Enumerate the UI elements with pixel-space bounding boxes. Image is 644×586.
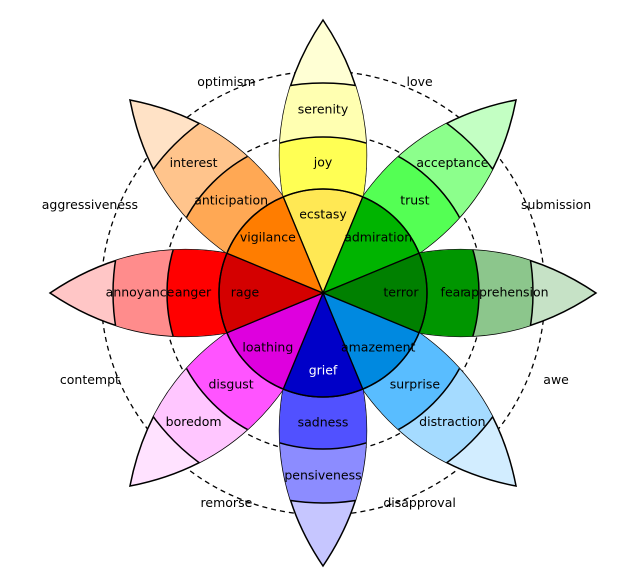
label-surprise: surprise	[390, 376, 441, 391]
label-disgust: disgust	[208, 376, 253, 391]
ring-boundary-middle	[166, 136, 480, 450]
label-serenity: serenity	[298, 102, 349, 117]
dyad-label-submission: submission	[521, 197, 591, 212]
ring-boundary-outer	[112, 82, 534, 504]
label-trust: trust	[400, 193, 429, 208]
label-apprehension: apprehension	[463, 285, 548, 300]
dyad-label-optimism: optimism	[197, 74, 255, 89]
label-vigilance: vigilance	[240, 229, 296, 244]
label-grief: grief	[309, 363, 338, 378]
label-joy: joy	[313, 155, 333, 170]
label-loathing: loathing	[242, 340, 293, 355]
label-distraction: distraction	[419, 414, 485, 429]
label-amazement: amazement	[341, 340, 416, 355]
dyad-label-awe: awe	[543, 372, 569, 387]
label-interest: interest	[170, 155, 218, 170]
label-pensiveness: pensiveness	[284, 468, 361, 483]
label-rage: rage	[231, 285, 260, 300]
label-terror: terror	[383, 285, 419, 300]
dyad-label-aggressiveness: aggressiveness	[42, 197, 138, 212]
label-boredom: boredom	[166, 414, 222, 429]
label-acceptance: acceptance	[416, 155, 488, 170]
label-fear: fear	[441, 285, 467, 300]
label-annoyance: annoyance	[106, 285, 175, 300]
inner-disc-outline	[218, 188, 428, 398]
dyad-label-contempt: contempt	[60, 372, 120, 387]
dyad-label-disapproval: disapproval	[383, 495, 456, 510]
dyad-label-love: love	[406, 74, 433, 89]
label-anticipation: anticipation	[194, 193, 268, 208]
label-admiration: admiration	[344, 229, 412, 244]
label-sadness: sadness	[298, 415, 349, 430]
label-anger: anger	[175, 285, 212, 300]
label-ecstasy: ecstasy	[299, 207, 347, 222]
dyad-label-remorse: remorse	[201, 495, 253, 510]
